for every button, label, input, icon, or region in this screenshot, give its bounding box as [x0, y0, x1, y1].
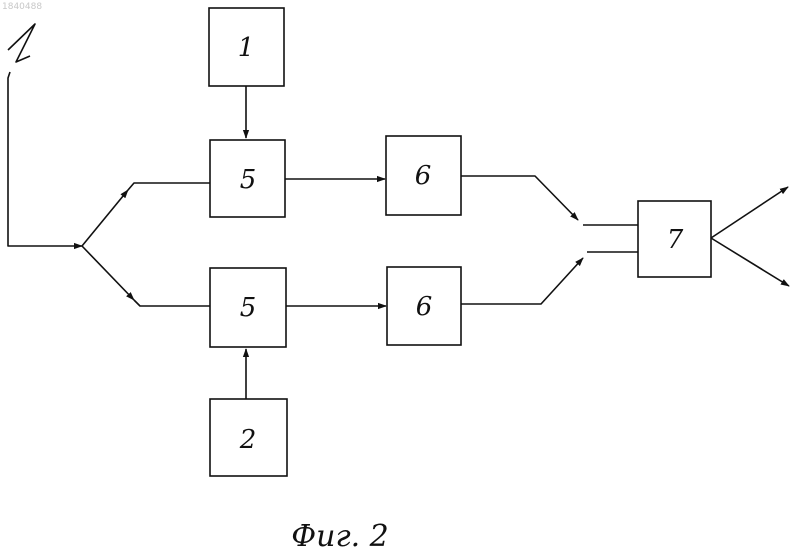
block-6-upper: 6	[386, 136, 461, 215]
block-1-label: 1	[238, 33, 255, 63]
block-1: 1	[209, 8, 284, 86]
block-2: 2	[210, 399, 287, 476]
arrow-6-upper-to-7	[461, 176, 578, 220]
output-arrow-upper	[711, 187, 788, 238]
arrow-6-lower-to-7	[461, 258, 583, 304]
block-5-upper: 5	[210, 140, 285, 217]
antenna-symbol	[8, 24, 35, 62]
block-6-upper-label: 6	[415, 161, 432, 191]
antenna-feed-line	[8, 72, 82, 246]
figure-caption: Фиг. 2	[291, 519, 389, 554]
block-6-lower-label: 6	[416, 292, 433, 322]
splitter-lower-line	[134, 300, 210, 306]
block-5-lower: 5	[210, 268, 286, 347]
block-2-label: 2	[239, 425, 257, 455]
splitter-branch-upper	[82, 190, 128, 246]
splitter-branch-lower	[82, 246, 134, 300]
output-arrow-lower	[711, 238, 789, 286]
block-6-lower: 6	[387, 267, 461, 345]
splitter-upper-line	[128, 183, 210, 190]
block-5-upper-label: 5	[240, 165, 257, 195]
document-number: 1840488	[2, 2, 42, 12]
block-7-label: 7	[667, 225, 684, 255]
block-7: 7	[638, 201, 711, 277]
block-5-lower-label: 5	[240, 293, 257, 323]
